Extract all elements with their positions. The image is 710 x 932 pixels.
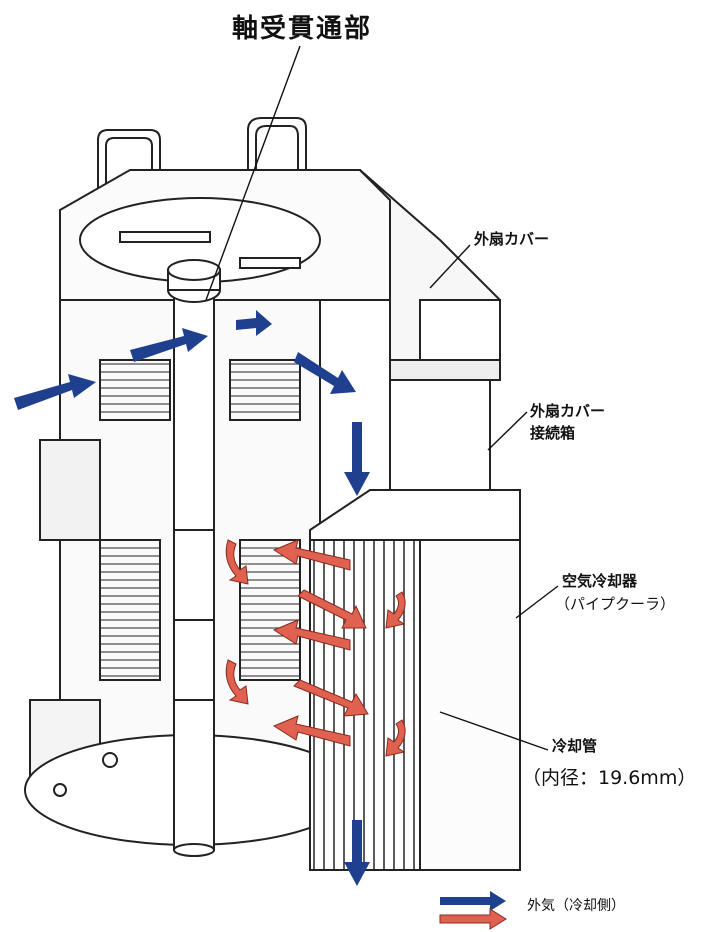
legend-swatch-internal-air [439, 908, 507, 930]
legend-swatch-outside-air [440, 891, 506, 911]
label-air-cooler-line2: （パイプクーラ） [555, 595, 676, 613]
legend-label-outside-air: 外気（冷却側） [527, 898, 625, 914]
air-cooler [309, 489, 521, 871]
label-cooling-tube-line2: （内径：19.6mm） [522, 767, 697, 789]
internal-air-arrows [225, 539, 406, 757]
outside-air-arrows [14, 310, 370, 886]
top-pipes [97, 117, 307, 210]
outer-fan-cover [359, 169, 501, 381]
leader-lines [205, 45, 559, 751]
shaft [167, 259, 221, 857]
label-cooling-tube-line1: 冷却管 [552, 737, 598, 755]
label-bearing-penetration: 軸受貫通部 [232, 14, 373, 44]
top-housing [59, 169, 391, 301]
label-outer-fan-cover: 外扇カバー [474, 230, 550, 248]
label-outer-fan-cover-box-line1: 外扇カバー [530, 402, 606, 420]
label-outer-fan-cover-box-line2: 接続箱 [530, 424, 576, 442]
label-air-cooler-line1: 空気冷却器 [562, 572, 638, 590]
